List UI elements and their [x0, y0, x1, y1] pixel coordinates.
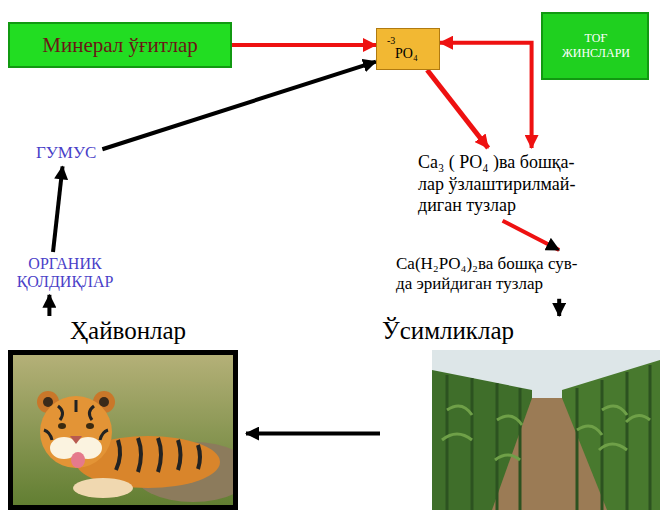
stalk — [601, 380, 604, 510]
formula-label: PO₄ — [395, 46, 418, 63]
cycle-arrow — [246, 432, 380, 436]
cycle-arrow — [47, 295, 51, 316]
stripe — [75, 400, 78, 412]
charge-label: -3 — [387, 35, 395, 46]
stripe — [116, 440, 120, 470]
corn-row — [562, 360, 660, 510]
stalk — [496, 383, 499, 510]
insoluble-salts-text: Ca₃ ( PO₄ )ва бошқа- лар ўзлаштирилмай- … — [412, 148, 593, 221]
phosphate-box: -3PO₄ — [376, 28, 440, 70]
stripe — [100, 430, 108, 440]
node-heading: Ҳайвонлар — [70, 316, 246, 346]
leaf — [497, 416, 522, 425]
leaf — [495, 455, 520, 460]
leaf — [442, 434, 472, 440]
stripe — [198, 445, 200, 469]
stalk — [626, 372, 629, 510]
stalk — [519, 388, 522, 510]
fertilizer-box: Минерал ўғитлар — [8, 22, 232, 68]
leaf — [447, 406, 472, 415]
tiger-head — [40, 396, 112, 468]
cycle-arrow — [557, 299, 561, 316]
corn-stalks — [447, 365, 650, 510]
tiger-stripes — [116, 438, 200, 472]
photo-frame — [11, 353, 236, 508]
box-label: ТОҒ ЖИНСЛАРИ — [557, 31, 635, 61]
tiger-ear-inner — [43, 397, 53, 407]
tiger-nose — [70, 436, 82, 444]
photo-sky — [432, 350, 660, 510]
stalk — [471, 378, 474, 510]
tiger-photo — [8, 350, 238, 510]
cycle-arrow — [503, 221, 560, 250]
corn-leaves — [442, 406, 650, 460]
rocks-box: ТОҒ ЖИНСЛАРИ — [541, 12, 649, 80]
stripe — [89, 406, 94, 420]
stripe — [58, 406, 63, 420]
connectors — [49, 43, 559, 434]
tiger-tongue — [71, 452, 85, 468]
stalk — [649, 365, 652, 510]
stalk — [576, 388, 579, 510]
salt-label: Ca(H₂PO₄)₂ва бошқа сув- да эрийдиган туз… — [396, 254, 585, 295]
cycle-arrow — [427, 70, 488, 148]
stripe — [158, 438, 161, 472]
salt-label: Ca₃ ( PO₄ )ва бошқа- лар ўзлаштирилмай- … — [418, 152, 587, 217]
leaf — [602, 406, 627, 415]
field-path — [492, 398, 607, 510]
node-heading: Ўсимликлар — [382, 316, 664, 346]
plants-node: Ўсимликлар — [380, 316, 664, 512]
leaf — [577, 426, 602, 435]
cycle-arrow — [232, 43, 376, 47]
tiger-ear-inner — [99, 397, 109, 407]
leaf — [626, 415, 650, 422]
leaf — [599, 444, 627, 450]
cycle-arrow — [102, 62, 376, 150]
tiger-eye — [58, 423, 66, 429]
tiger-head-stripes — [44, 400, 108, 440]
soluble-salts-text: Ca(H₂PO₄)₂ва бошқа сув- да эрийдиган туз… — [392, 250, 589, 299]
tiger-paw — [73, 478, 133, 498]
plants-photo — [432, 350, 660, 510]
stripe — [44, 430, 52, 440]
tiger-eye — [86, 423, 94, 429]
humus-text: ГУМУС — [30, 140, 102, 166]
cycle-label: ГУМУС — [36, 143, 96, 163]
organic-remains-text: ОРГАНИК ҚОЛДИҚЛАР — [5, 252, 125, 295]
animals-node: Ҳайвонлар — [8, 316, 246, 512]
stripe — [178, 440, 181, 470]
stripe — [138, 438, 141, 472]
stalk — [446, 375, 449, 510]
cycle-label: ОРГАНИК ҚОЛДИҚЛАР — [9, 255, 121, 292]
cycle-arrow — [440, 43, 532, 148]
cycle-arrow — [53, 166, 63, 252]
box-label: Минерал ўғитлар — [20, 33, 220, 58]
